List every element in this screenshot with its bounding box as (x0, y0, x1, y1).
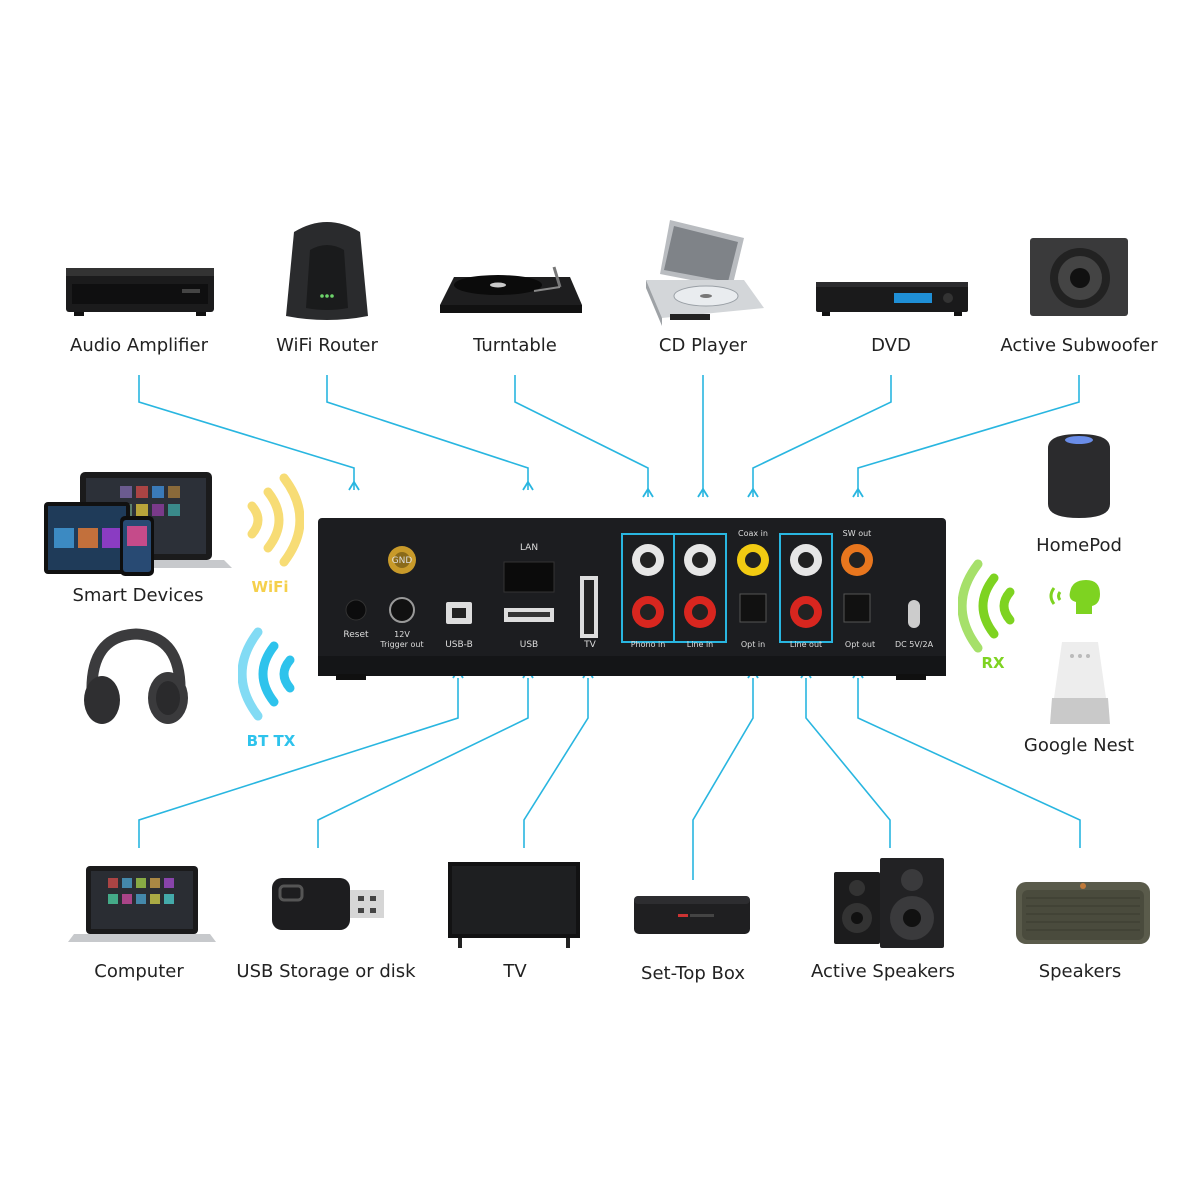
wire-computer (138, 678, 459, 848)
port-opt-in: Opt in (740, 640, 766, 649)
port-opt-out: Opt out (844, 640, 876, 649)
rx-label: RX (981, 654, 1005, 672)
wifi-label: WiFi (251, 578, 289, 596)
label-dvd: DVD (871, 335, 911, 356)
label-usb-storage: USB Storage or disk (236, 961, 416, 982)
speakers-image (1016, 882, 1150, 944)
port-coax-in: Coax in (738, 529, 768, 538)
arrow-audio-amplifier (348, 480, 360, 491)
port-lan: LAN (519, 543, 539, 553)
port-dc: DC 5V/2A (894, 640, 934, 649)
bt-tx-waves-icon (238, 627, 295, 721)
homepod-image (1048, 434, 1110, 518)
label-wifi-router: WiFi Router (276, 335, 378, 356)
arrow-dvd (747, 487, 759, 498)
audio-amplifier-image (66, 268, 214, 316)
rx-waves-icon (958, 559, 1015, 653)
wire-usb-storage (317, 678, 529, 848)
set-top-box-image (634, 896, 750, 934)
wire-tv (523, 678, 589, 848)
wire-audio-amplifier (138, 375, 355, 490)
label-active-subwoofer: Active Subwoofer (1000, 335, 1158, 356)
label-smart-devices: Smart Devices (72, 585, 204, 606)
arrow-turntable (642, 487, 654, 498)
computer-image (68, 866, 216, 942)
cd-player-image (646, 220, 764, 326)
google-nest-image (1050, 642, 1110, 724)
arrow-wifi-router (522, 480, 534, 491)
port-reset: Reset (343, 630, 369, 640)
label-active-speakers: Active Speakers (811, 961, 955, 982)
tv-image (448, 862, 580, 948)
wire-active-speakers (805, 678, 891, 848)
turntable-image (440, 266, 582, 313)
active-speakers-image (834, 858, 944, 948)
rca-jacks (632, 544, 873, 628)
port-line-in: Line in (686, 640, 714, 649)
label-tv: TV (503, 961, 527, 982)
active-subwoofer-image (1030, 238, 1128, 316)
wifi-waves-icon (247, 473, 304, 567)
label-set-top-box: Set-Top Box (641, 963, 745, 984)
usb-storage-image (272, 878, 384, 930)
port-phono-in: Phono in (630, 640, 666, 649)
label-turntable: Turntable (473, 335, 557, 356)
port-gnd: GND (391, 556, 413, 566)
label-google-nest: Google Nest (1023, 735, 1135, 756)
port-usb-b: USB-B (445, 640, 473, 650)
port-usb: USB (519, 640, 539, 650)
port-line-out: Line out (789, 640, 823, 649)
bt-tx-label: BT TX (246, 732, 296, 750)
label-computer: Computer (94, 961, 184, 982)
wire-active-subwoofer (857, 375, 1080, 497)
headphones-image (84, 628, 188, 724)
wifi-router-image (286, 222, 368, 320)
arrow-active-subwoofer (852, 487, 864, 498)
label-homepod: HomePod (1036, 535, 1122, 556)
port-sw-out: SW out (842, 529, 872, 538)
port-trigger: 12V Trigger out (380, 630, 424, 649)
dvd-image (816, 282, 968, 316)
wire-wifi-router (326, 375, 529, 490)
voice-command-icon (1049, 580, 1100, 614)
smart-devices-image (44, 472, 232, 576)
label-audio-amplifier: Audio Amplifier (70, 335, 208, 356)
wire-speakers (857, 678, 1081, 848)
label-speakers: Speakers (1038, 961, 1122, 982)
wire-turntable (514, 375, 649, 497)
device-rear-panel (318, 518, 946, 680)
wire-set-top-box (692, 678, 754, 880)
label-cd-player: CD Player (658, 335, 748, 356)
port-tv: TV (584, 640, 596, 650)
wire-dvd (752, 375, 892, 497)
arrow-cd-player (697, 487, 709, 498)
